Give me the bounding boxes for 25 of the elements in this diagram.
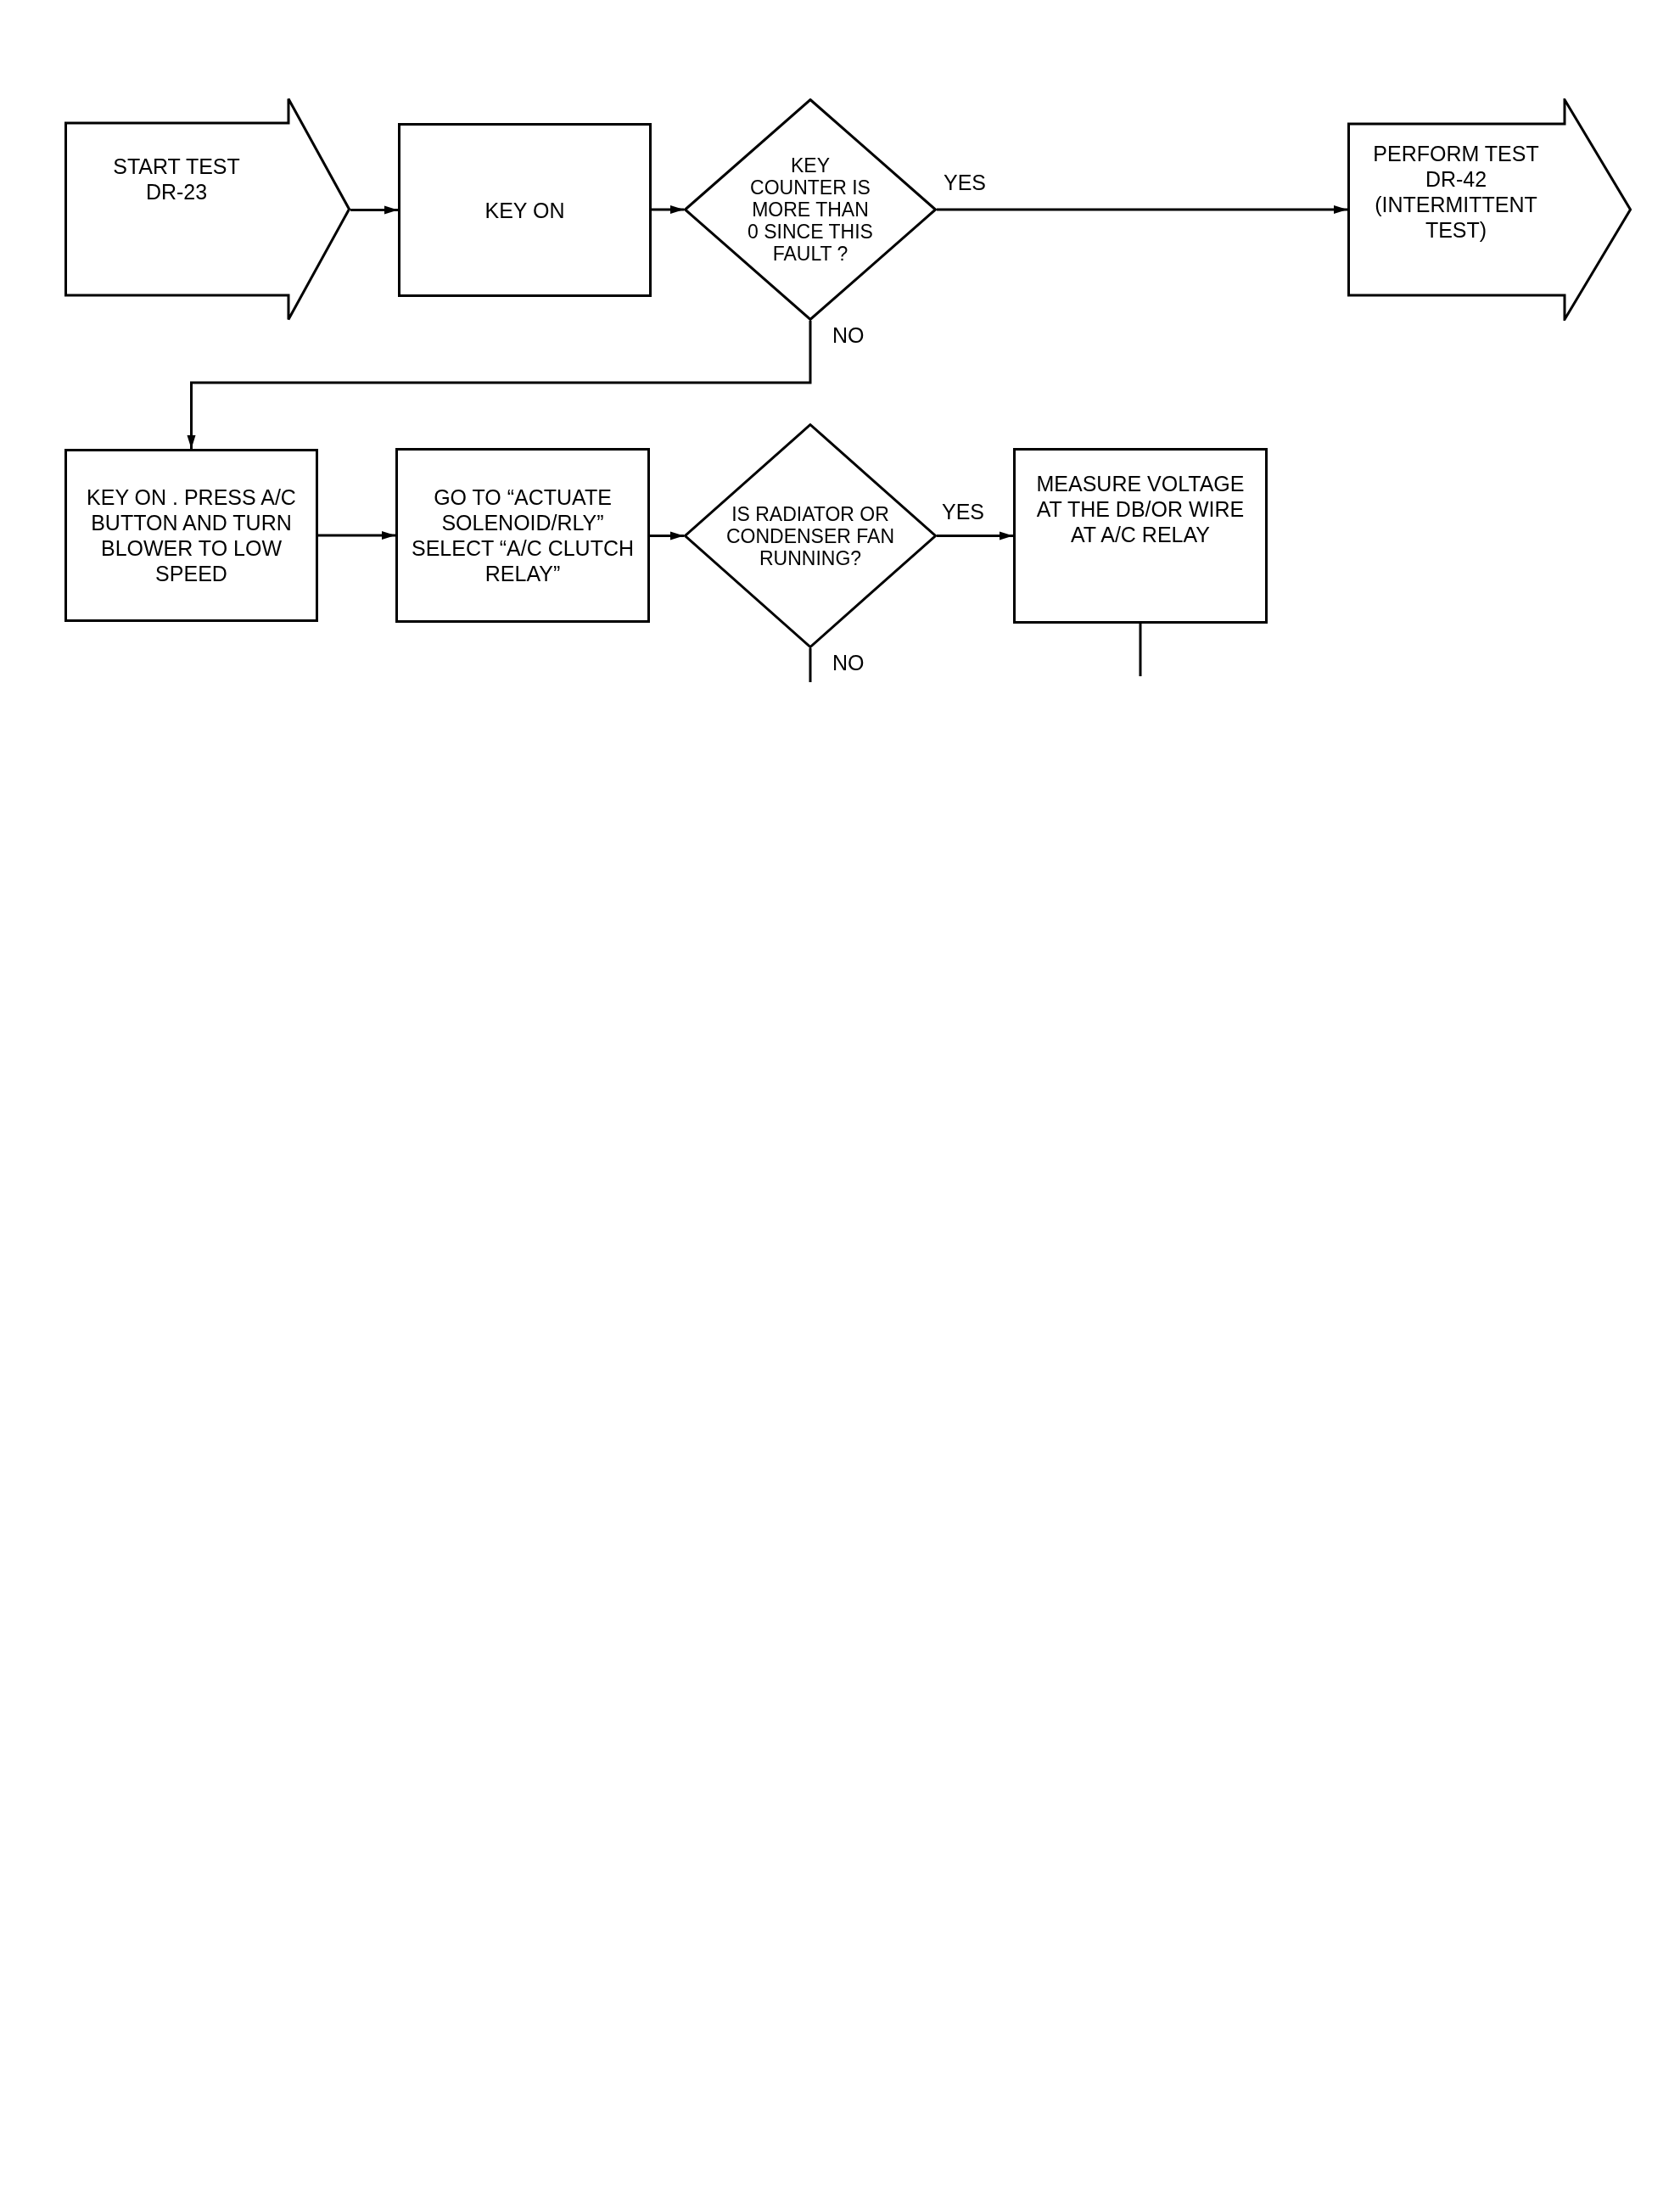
- box-text: START TEST DR-23: [112, 154, 241, 204]
- arrow: [187, 321, 812, 449]
- process-box: [398, 123, 652, 297]
- arrow: [318, 531, 395, 540]
- connector-line: [809, 648, 812, 682]
- process-box: [64, 449, 318, 622]
- arrow: [937, 205, 1347, 214]
- arrow: [350, 205, 398, 215]
- box-text: KEY ON: [484, 197, 565, 223]
- arrow: [652, 205, 684, 214]
- box-text: MEASURE VOLTAGE AT THE DB/OR WIRE AT A/C RELAY: [1035, 471, 1246, 547]
- box-text: KEY ON . PRESS A/C BUTTON AND TURN BLOWER TO LOW SPEED: [86, 484, 297, 586]
- arrow: [937, 531, 1013, 540]
- arrow: [650, 531, 684, 540]
- process-box: [1013, 448, 1268, 624]
- box-text: GO TO “ACTUATE SOLENOID/RLY” SELECT “A/C CLUTCH RELAY”: [410, 484, 636, 586]
- arrow-shaped-box: [64, 98, 350, 321]
- decision-diamond: [684, 423, 937, 648]
- question-text: KEY COUNTER IS MORE THAN 0 SINCE THIS FAULT ?: [747, 154, 874, 265]
- connector-line: [1139, 624, 1142, 676]
- decision-diamond: [684, 98, 937, 321]
- question-text: IS RADIATOR OR CONDENSER FAN RUNNING?: [725, 502, 895, 569]
- process-box: [395, 448, 650, 623]
- arrow-shaped-box: [1347, 98, 1632, 321]
- box-text: PERFORM TEST DR-42 (INTERMITTENT TEST): [1372, 141, 1540, 243]
